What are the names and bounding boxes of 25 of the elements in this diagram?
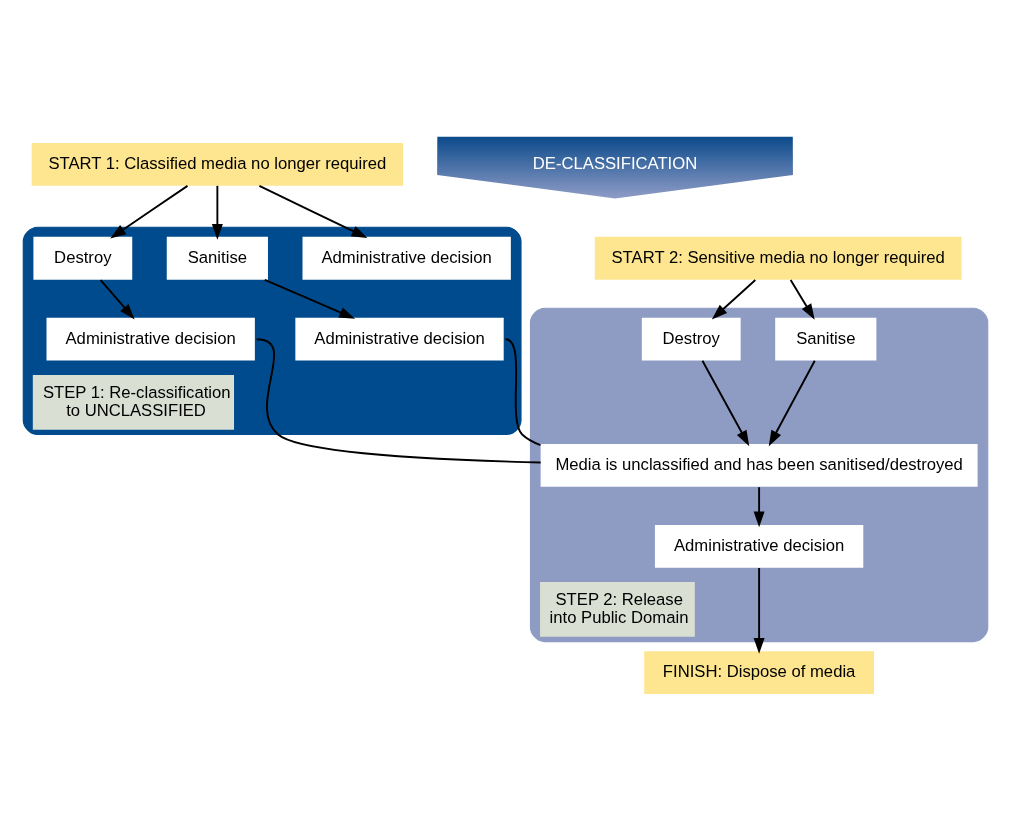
connector bbox=[504, 337, 541, 446]
arrow bbox=[211, 184, 223, 240]
arrow bbox=[753, 485, 765, 527]
node-box: Sanitise bbox=[166, 236, 268, 280]
arrow bbox=[701, 359, 749, 446]
node-box: Administrative decision bbox=[294, 317, 504, 361]
node-box: START 1: Classified media no longer required bbox=[31, 142, 403, 186]
node-box: Destroy bbox=[641, 317, 741, 361]
arrow bbox=[768, 359, 816, 446]
arrow bbox=[263, 278, 355, 319]
connector bbox=[255, 337, 542, 463]
arrow bbox=[711, 278, 756, 319]
node-box: Destroy bbox=[32, 236, 132, 280]
arrow bbox=[789, 278, 815, 320]
node-box: FINISH: Dispose of media bbox=[643, 650, 874, 694]
arrow bbox=[753, 566, 765, 654]
node-box: Administrative decision bbox=[46, 317, 255, 361]
node-box: Administrative decision bbox=[654, 524, 863, 568]
node-box: Media is unclassified and has been sanitised/destroyed bbox=[540, 443, 978, 487]
node-box: START 2: Sensitive media no longer required bbox=[594, 236, 961, 280]
arrow bbox=[99, 278, 135, 319]
node-box: Administrative decision bbox=[302, 236, 511, 280]
arrow bbox=[109, 184, 188, 238]
arrow bbox=[257, 184, 367, 238]
node-box: Sanitise bbox=[774, 317, 876, 361]
